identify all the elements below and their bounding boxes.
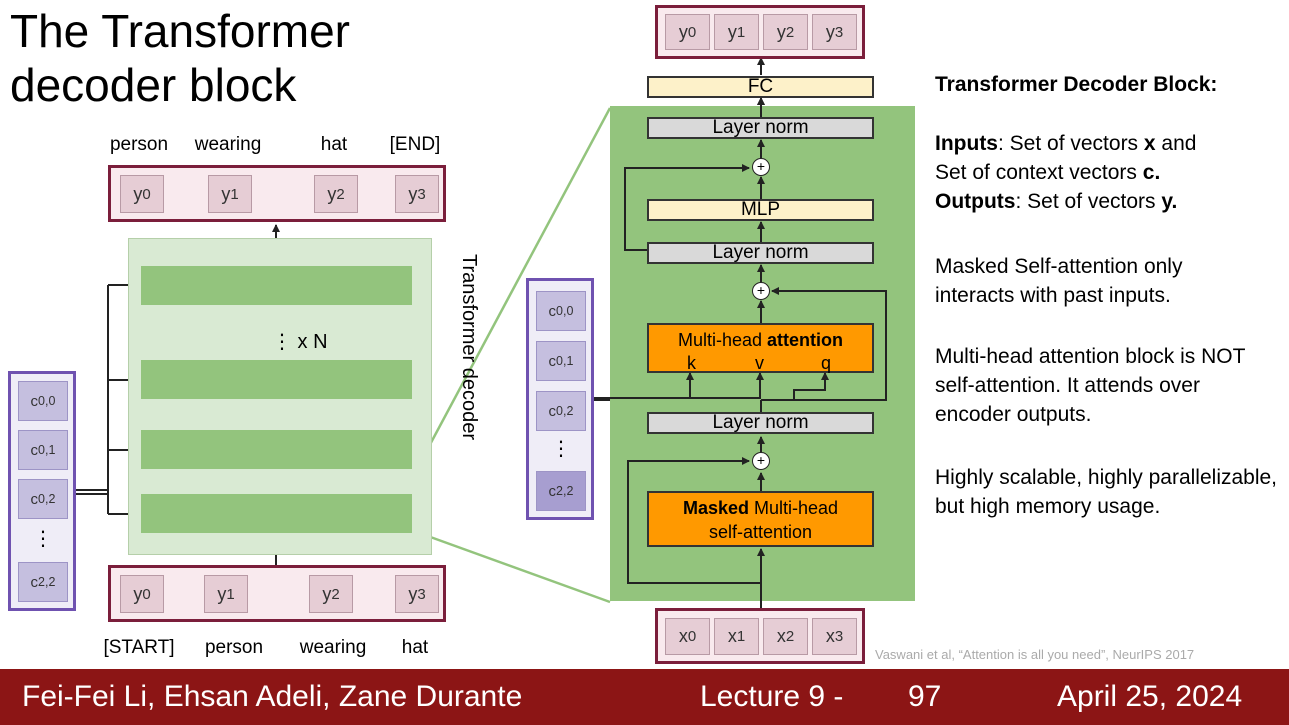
residual-add-bottom: + <box>752 452 770 470</box>
masked-label: Multi-head <box>749 498 839 518</box>
footer-page: 97 <box>908 680 942 713</box>
mha-label-bold: attention <box>767 330 844 350</box>
footer-authors: Fei-Fei Li, Ehsan Adeli, Zane Durante <box>22 680 523 713</box>
decoder-layer <box>141 430 412 469</box>
masked-label-line2: self-attention <box>708 522 813 542</box>
input-word: hat <box>401 637 429 658</box>
left-context-arrows <box>75 281 141 518</box>
repeat-label: ⋮ x N <box>272 331 328 353</box>
slide-title-line1: The Transformer <box>10 5 350 57</box>
citation: Vaswani et al, “Attention is all you nee… <box>875 647 1195 662</box>
description-cross-attention: Multi-head attention block is NOT self-a… <box>935 345 1246 426</box>
output-word: person <box>109 134 169 155</box>
block-context-ellipsis: ⋮ <box>551 438 571 460</box>
context-ellipsis: ⋮ <box>33 528 53 550</box>
input-word: [START] <box>103 637 175 658</box>
description-scalability: Highly scalable, highly parallelizable, … <box>935 466 1278 518</box>
residual-add-top: + <box>752 158 770 176</box>
masked-label-bold: Masked <box>682 498 749 518</box>
decoder-layer <box>141 494 412 533</box>
input-word: wearing <box>299 637 367 658</box>
layer-norm-top: Layer norm <box>647 117 874 139</box>
zoom-line-top <box>409 107 612 481</box>
zoom-line-bottom <box>410 528 611 604</box>
decoder-layer <box>141 360 412 399</box>
footer-date: April 25, 2024 <box>1057 680 1243 713</box>
footer-bar: Fei-Fei Li, Ehsan Adeli, Zane Durante Le… <box>0 669 1289 725</box>
multi-head-attention: Multi-head attention k v q <box>647 323 874 373</box>
mlp-layer: MLP <box>647 199 874 221</box>
decoder-layer <box>141 266 412 305</box>
masked-self-attention: Masked Multi-head self-attention <box>647 491 874 547</box>
layer-norm-bottom: Layer norm <box>647 412 874 434</box>
layer-norm-middle: Layer norm <box>647 242 874 264</box>
output-word: wearing <box>194 134 262 155</box>
footer-lecture: Lecture 9 - <box>700 680 844 713</box>
slide-title: The Transformer decoder block <box>10 4 350 112</box>
query-label: q <box>821 353 832 373</box>
value-label: v <box>755 353 764 373</box>
description-heading: Transformer Decoder Block: <box>935 73 1218 96</box>
description-masked: Masked Self-attention only interacts wit… <box>935 255 1183 307</box>
description-io: Inputs: Set of vectors x and Set of cont… <box>935 132 1197 213</box>
slide-title-line2: decoder block <box>10 59 297 111</box>
output-word: hat <box>320 134 348 155</box>
decoder-label: Transformer decoder <box>458 254 480 440</box>
residual-add-middle: + <box>752 282 770 300</box>
input-word: person <box>204 637 264 658</box>
key-label: k <box>687 353 696 373</box>
mha-label: Multi-head <box>677 330 768 350</box>
output-word: [END] <box>389 134 441 155</box>
